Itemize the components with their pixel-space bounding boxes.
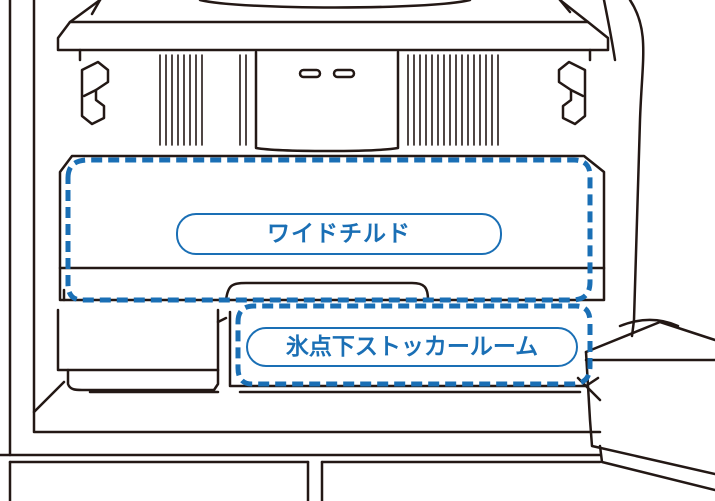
left-lower-drawer	[56, 308, 228, 394]
sub-zero-drawer	[228, 310, 600, 394]
sub-zero-room-highlight	[235, 303, 593, 387]
control-panel	[254, 50, 400, 153]
top-shelf	[56, 0, 610, 62]
wide-chilled-label: ワイドチルド	[176, 213, 502, 255]
back-wall-grill	[159, 54, 499, 146]
sub-zero-room-label: 氷点下ストッカールーム	[246, 327, 578, 367]
door-pocket	[584, 318, 715, 492]
bottom-drawers	[0, 453, 602, 501]
right-shelf-bracket-icon	[557, 60, 587, 126]
wide-chilled-highlight	[65, 157, 593, 303]
wide-chilled-case	[58, 154, 606, 302]
indicator-slot-icon	[298, 68, 322, 79]
indicator-slot-icon	[332, 68, 356, 79]
left-shelf-bracket-icon	[80, 60, 110, 126]
